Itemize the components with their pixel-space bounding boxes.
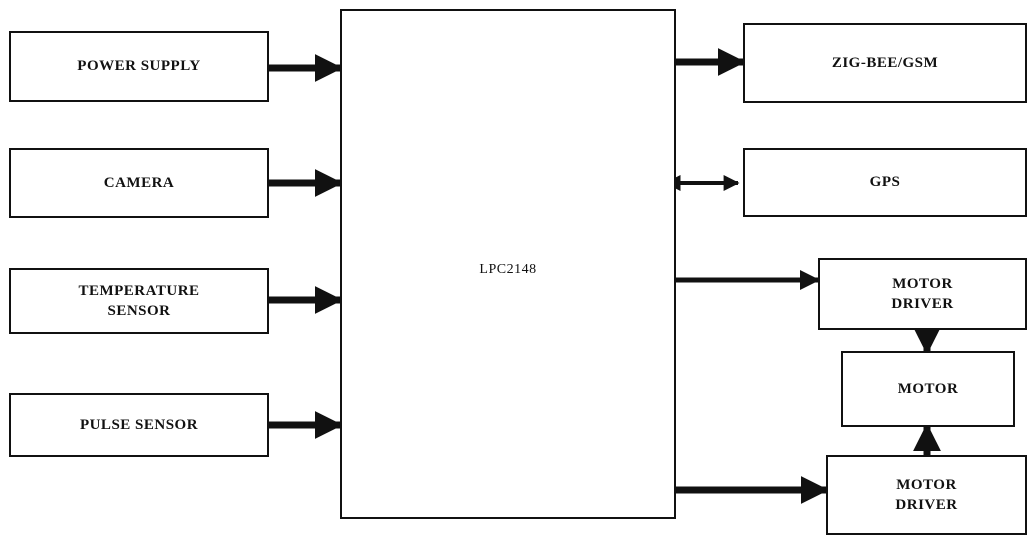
camera-block: CAMERA	[9, 148, 269, 218]
mcu-block: LPC2148	[340, 9, 676, 519]
power-supply-label: POWER SUPPLY	[77, 58, 201, 75]
gps-label: GPS	[869, 174, 901, 191]
camera-label: CAMERA	[103, 174, 175, 191]
temperature-sensor-block: TEMPERATURE SENSOR	[9, 268, 269, 334]
power-supply-block: POWER SUPPLY	[9, 31, 269, 102]
zigbee-gsm-block: ZIG-BEE/GSM	[743, 23, 1027, 103]
motor-driver-2-block: MOTOR DRIVER	[826, 455, 1027, 535]
temperature-sensor-label: TEMPERATURE SENSOR	[78, 282, 200, 319]
pulse-sensor-block: PULSE SENSOR	[9, 393, 269, 457]
zigbee-gsm-label: ZIG-BEE/GSM	[831, 54, 939, 71]
motor-driver-2-label: MOTOR DRIVER	[895, 477, 958, 514]
gps-block: GPS	[743, 148, 1027, 217]
pulse-sensor-label: PULSE SENSOR	[79, 416, 199, 433]
motor-label: MOTOR	[897, 380, 959, 397]
motor-driver-1-block: MOTOR DRIVER	[818, 258, 1027, 330]
motor-driver-1-label: MOTOR DRIVER	[891, 275, 954, 312]
mcu-label: LPC2148	[479, 262, 537, 277]
motor-block: MOTOR	[841, 351, 1015, 427]
